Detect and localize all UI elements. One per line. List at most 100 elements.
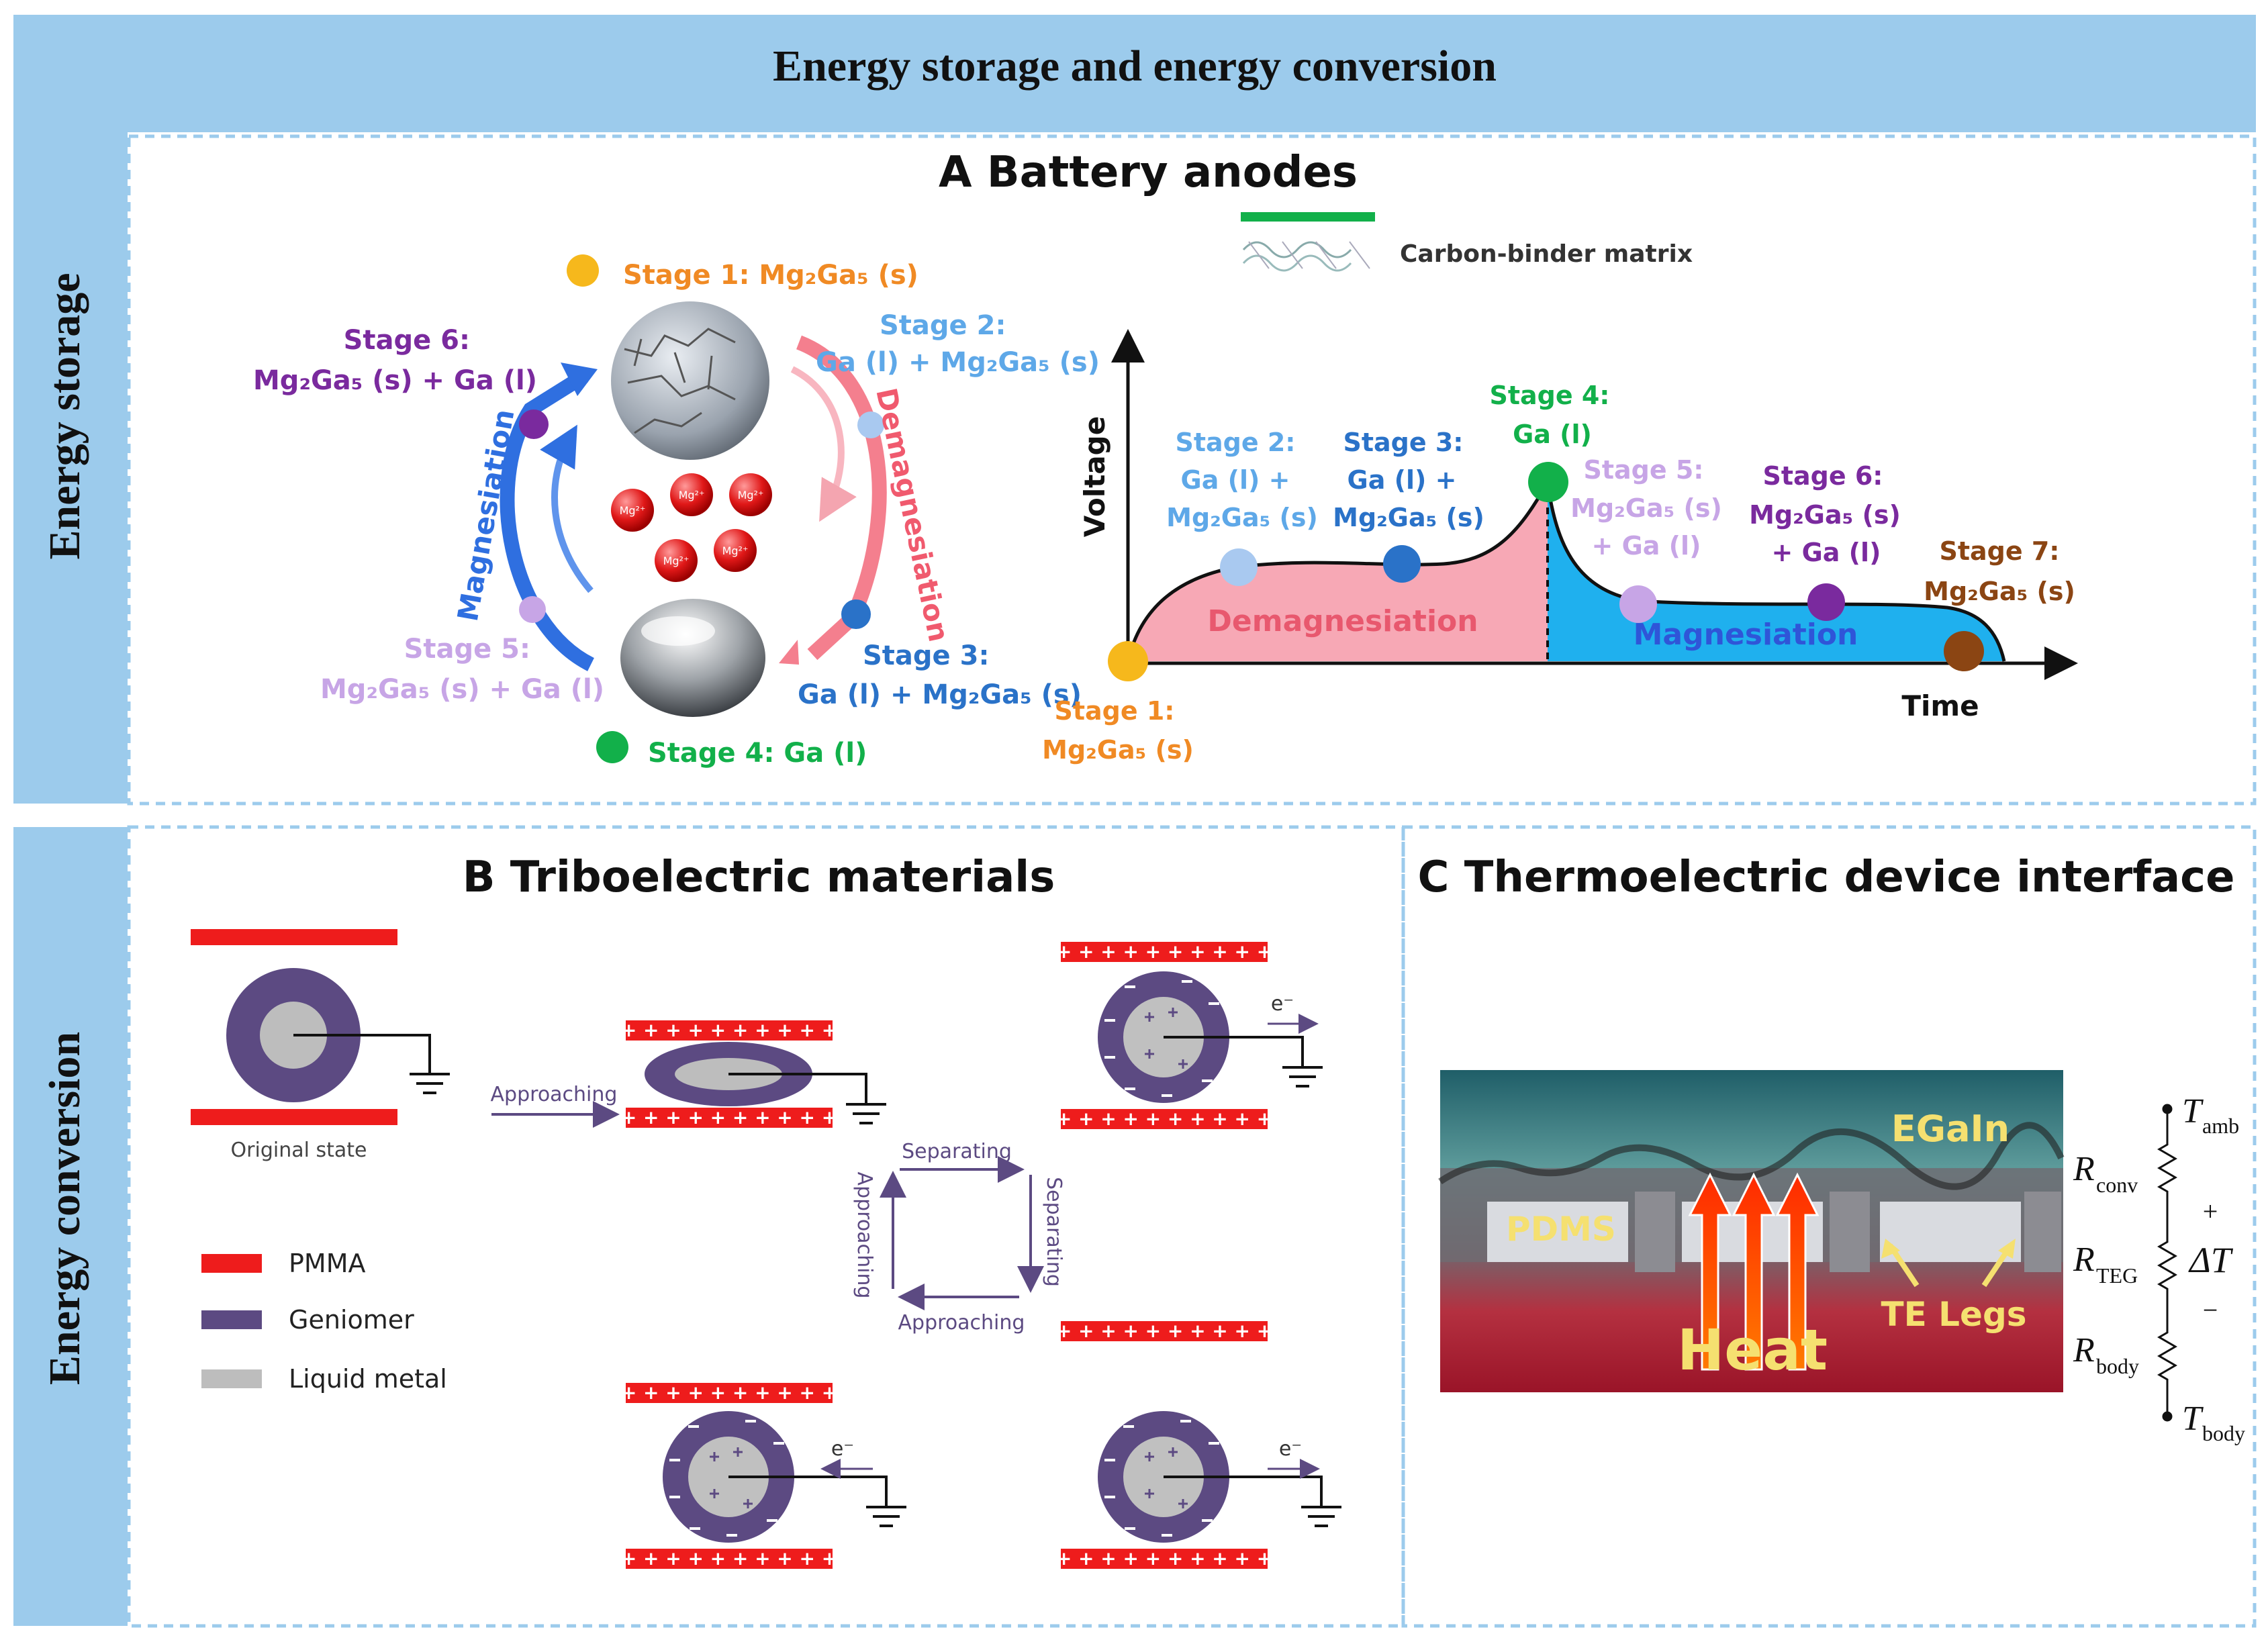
plus-row: + + + + + + + + + +: [621, 1547, 837, 1569]
plus-row: + + + + + + + + + +: [1056, 1108, 1272, 1130]
demag-arc-outer: [796, 335, 887, 661]
te-leg: [2024, 1192, 2061, 1272]
ion-label: Mg²⁺: [620, 504, 646, 517]
panel-b-title: B Triboelectric materials: [463, 853, 1055, 902]
approaching-label: Approaching: [491, 1083, 618, 1106]
mag-area: [1548, 482, 2004, 661]
electron-label: e⁻: [1279, 1437, 1302, 1461]
plus-row: + + + + + + + + + +: [621, 1019, 837, 1041]
legend-carbon-binder: Carbon-binder matrix: [1400, 240, 1693, 268]
plot-stage7-body: Mg₂Ga₅ (s): [1924, 577, 2075, 606]
cycle-stage6-title: Stage 6:: [344, 325, 470, 356]
plot-stage5-title: Stage 5:: [1583, 455, 1703, 485]
ground-symbol: [1164, 1476, 1341, 1527]
ion-label: Mg²⁺: [679, 489, 705, 501]
mag-arc-inner: [540, 424, 594, 593]
r-conv-symbol: R: [2073, 1150, 2095, 1188]
plot-stage2-line3: Mg₂Ga₅ (s): [1166, 503, 1318, 532]
plot-stage3-line3: Mg₂Ga₅ (s): [1333, 503, 1484, 532]
r-teg-symbol: R: [2073, 1241, 2095, 1279]
liquid-droplet: [620, 599, 765, 717]
plot-stage6-title: Stage 6:: [1762, 461, 1883, 491]
cycle-stage2-body: Ga (l) + Mg₂Ga₅ (s): [816, 347, 1100, 378]
panel-b-border: [127, 825, 1405, 1628]
plus-row: + + + + + + + + + +: [1056, 940, 1272, 963]
t-amb-subscript: amb: [2202, 1114, 2239, 1138]
egain-label: EGaIn: [1891, 1108, 2010, 1150]
cycle-stage5-title: Stage 5:: [404, 634, 530, 665]
legend-geniomer-label: Geniomer: [289, 1305, 414, 1335]
legend-liquid-metal-swatch: [201, 1369, 262, 1388]
pmma-plate-bottom: [626, 1549, 833, 1569]
pmma-plate-bottom: [626, 1108, 833, 1128]
heat-arrows: [1688, 1172, 1820, 1371]
t-amb-symbol: T: [2182, 1092, 2204, 1130]
plot-stage6-line2: Mg₂Ga₅ (s): [1749, 500, 1901, 530]
mg-ion-cluster: Mg²⁺ Mg²⁺ Mg²⁺ Mg²⁺ Mg²⁺: [611, 473, 772, 582]
pmma-plate-top: [626, 1020, 833, 1041]
plot-stage1-body: Mg₂Ga₅ (s): [1042, 735, 1194, 765]
te-legs-label: TE Legs: [1881, 1295, 2027, 1334]
pmma-plate-top: [191, 929, 397, 945]
panel-a-border: [127, 134, 2257, 806]
ion-label: Mg²⁺: [722, 544, 749, 557]
ion-label: Mg²⁺: [738, 489, 764, 501]
delta-t-label: ΔT: [2188, 1240, 2234, 1280]
plot-stage7-title: Stage 7:: [1939, 536, 2059, 566]
heat-label: Heat: [1677, 1317, 1828, 1383]
ion-label: Mg²⁺: [663, 554, 690, 567]
plot-stage4-body: Ga (l): [1513, 420, 1592, 449]
plot-stage5-point: [1619, 585, 1657, 623]
legend-pmma-label: PMMA: [289, 1249, 365, 1278]
cycle-stage3-title: Stage 3:: [863, 640, 989, 671]
t-body-symbol: T: [2182, 1400, 2204, 1438]
x-axis-label: Time: [1901, 689, 1979, 722]
r-conv-subscript: conv: [2096, 1173, 2138, 1197]
stage4-marker: [596, 731, 628, 763]
pdms-block: [1487, 1202, 1628, 1262]
mag-arrowhead: [561, 363, 598, 396]
legend-liquid-metal-label: Liquid metal: [289, 1364, 447, 1394]
cycle-stage2-title: Stage 2:: [880, 310, 1006, 341]
te-leg: [1830, 1192, 1870, 1272]
pmma-plate-top: [1061, 942, 1268, 962]
label-energy-conversion: Energy conversion: [40, 1032, 89, 1385]
plot-stage1-point: [1108, 641, 1148, 681]
cycle-stage5-body: Mg₂Ga₅ (s) + Ga (l): [320, 674, 604, 705]
t-body-subscript: body: [2202, 1421, 2245, 1445]
pmma-plate: [1061, 1321, 1268, 1341]
plot-stage3-title: Stage 3:: [1343, 428, 1463, 457]
electron-label: e⁻: [1271, 992, 1294, 1016]
plot-stage4-title: Stage 4:: [1489, 381, 1609, 410]
plot-stage2-point: [1220, 548, 1258, 586]
plus-row: + + + + + + + + + +: [621, 1106, 837, 1128]
original-state-label: Original state: [231, 1139, 367, 1162]
plot-stage3-point: [1383, 545, 1421, 583]
r-body-symbol: R: [2073, 1331, 2095, 1369]
stage5-marker: [519, 596, 546, 623]
panel-c-title: C Thermoelectric device interface: [1417, 853, 2234, 902]
r-teg-subscript: TEG: [2096, 1263, 2138, 1288]
carbon-binder-icon: [1242, 241, 1370, 272]
plot-stage4-point: [1528, 462, 1568, 502]
plot-stage7-point: [1944, 631, 1984, 671]
plot-stage2-line2: Ga (l) +: [1181, 465, 1290, 495]
te-leg: [1635, 1192, 1675, 1272]
te-legs-pointer-head: [1998, 1239, 2016, 1259]
te-legs-pointer-head: [1881, 1239, 1900, 1259]
ground-symbol: [293, 1034, 450, 1094]
demag-area-label: Demagnesiation: [1207, 604, 1478, 638]
plot-stage6-point: [1807, 583, 1845, 621]
separating-right-label: Separating: [1042, 1177, 1066, 1287]
side-band-storage: [13, 132, 128, 804]
legend-geniomer-swatch: [201, 1310, 262, 1329]
plot-stage2-title: Stage 2:: [1175, 428, 1295, 457]
plot-stage1-title: Stage 1:: [1054, 696, 1174, 726]
cycle-stage6-body: Mg₂Ga₅ (s) + Ga (l): [253, 365, 537, 396]
approaching-bottom-label: Approaching: [898, 1311, 1025, 1335]
panel-c-border: [1401, 825, 2257, 1628]
dry-particle: [611, 301, 769, 460]
header-title: Energy storage and energy conversion: [773, 42, 1497, 91]
